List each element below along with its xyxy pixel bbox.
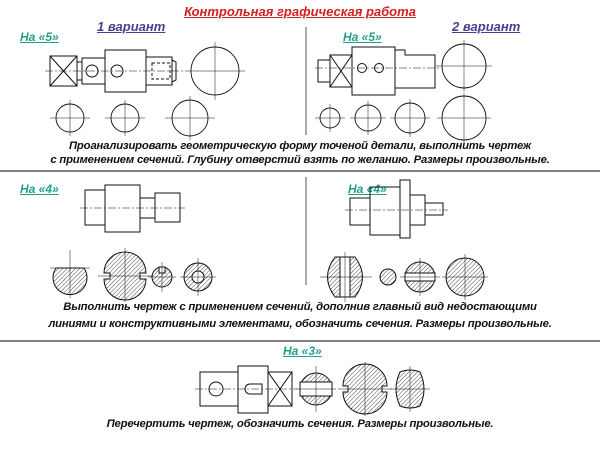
section-circles-v1 bbox=[50, 42, 245, 140]
hatched-sections-grade4-right bbox=[320, 252, 488, 302]
section-circles-v2 bbox=[315, 40, 492, 143]
dividers bbox=[0, 27, 600, 342]
hatched-sections-grade3 bbox=[296, 362, 430, 416]
task-text: Перечертить чертеж, обозначить сечения. … bbox=[106, 418, 494, 430]
task-text: с применением сечений. Глубину отверстий… bbox=[50, 154, 550, 166]
shaft-drawing-v1 bbox=[45, 49, 185, 93]
page-title: Контрольная графическая работа bbox=[184, 4, 416, 19]
grade-label: На «4» bbox=[20, 182, 59, 196]
hatched-sections-grade4-left bbox=[50, 248, 216, 302]
task-text: Проанализировать геометрическую форму то… bbox=[69, 140, 531, 152]
shaft-drawing-grade4-right bbox=[345, 179, 448, 239]
grade-label: На «4» bbox=[348, 182, 387, 196]
variant-1-label: 1 вариант bbox=[97, 19, 166, 34]
task-text: Выполнить чертеж с применением сечений, … bbox=[63, 301, 537, 313]
grade-label: На «5» bbox=[20, 30, 59, 44]
grade-label: На «5» bbox=[343, 30, 382, 44]
shaft-drawing-v2 bbox=[315, 46, 440, 96]
shaft-drawing-grade3 bbox=[195, 365, 297, 414]
variant-2-label: 2 вариант bbox=[452, 19, 521, 34]
shaft-drawing-grade4-left bbox=[80, 184, 185, 233]
grade-label: На «3» bbox=[283, 344, 322, 358]
task-text: линиями и конструктивными элементами, об… bbox=[48, 318, 552, 330]
